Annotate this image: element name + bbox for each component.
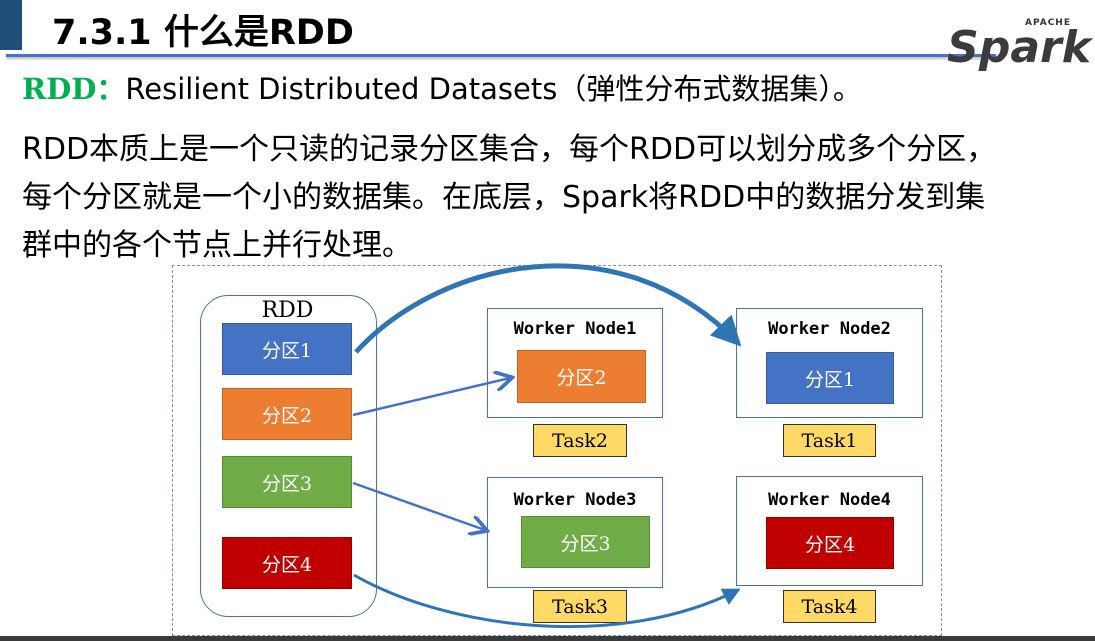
- arrow-partition1-to-node2: [354, 263, 742, 354]
- arrow-partition4-to-node4: [353, 573, 741, 629]
- paragraph-line: 群中的各个节点上并行处理。: [22, 228, 412, 263]
- rdd-partition-2: 分区2: [222, 388, 352, 440]
- task-badge: Task3: [533, 590, 627, 623]
- rdd-definition: RDD：Resilient Distributed Datasets（弹性分布式…: [22, 66, 862, 108]
- title-divider: [6, 54, 996, 57]
- rdd-partition-1: 分区1: [222, 323, 352, 375]
- rdd-label: RDD: [261, 298, 314, 323]
- title-accent-bar: [0, 0, 22, 50]
- task-badge: Task2: [533, 424, 627, 457]
- task-badge: Task1: [783, 424, 876, 457]
- rdd-partition-3: 分区3: [222, 456, 352, 508]
- node-partition: 分区2: [517, 350, 646, 403]
- logo-top: APACHE: [1025, 18, 1071, 28]
- arrow-partition3-to-node3: [352, 481, 485, 530]
- worker-node-label: Worker Node4: [768, 490, 891, 510]
- logo-main: Spark: [947, 22, 1091, 73]
- paragraph-line: 每个分区就是一个小的数据集。在底层，Spark将RDD中的数据分发到集: [22, 180, 986, 215]
- arrow-partition2-to-node1: [352, 378, 510, 417]
- rdd-term: RDD：: [22, 72, 126, 106]
- bottom-border: [0, 636, 1095, 641]
- paragraph-line: RDD本质上是一个只读的记录分区集合，每个RDD可以划分成多个分区，: [22, 132, 997, 167]
- worker-node-label: Worker Node2: [768, 319, 891, 339]
- rdd-partition-4: 分区4: [222, 537, 352, 589]
- node-partition: 分区4: [766, 517, 894, 569]
- worker-node-label: Worker Node3: [513, 490, 637, 510]
- worker-node-label: Worker Node1: [513, 319, 637, 339]
- rdd-container: [200, 295, 377, 617]
- node-partition: 分区1: [766, 352, 894, 404]
- rdd-expansion: Resilient Distributed Datasets（弹性分布式数据集）…: [125, 72, 862, 106]
- page-title: 7.3.1 什么是RDD: [52, 13, 354, 53]
- task-badge: Task4: [783, 590, 876, 623]
- node-partition: 分区3: [521, 516, 650, 568]
